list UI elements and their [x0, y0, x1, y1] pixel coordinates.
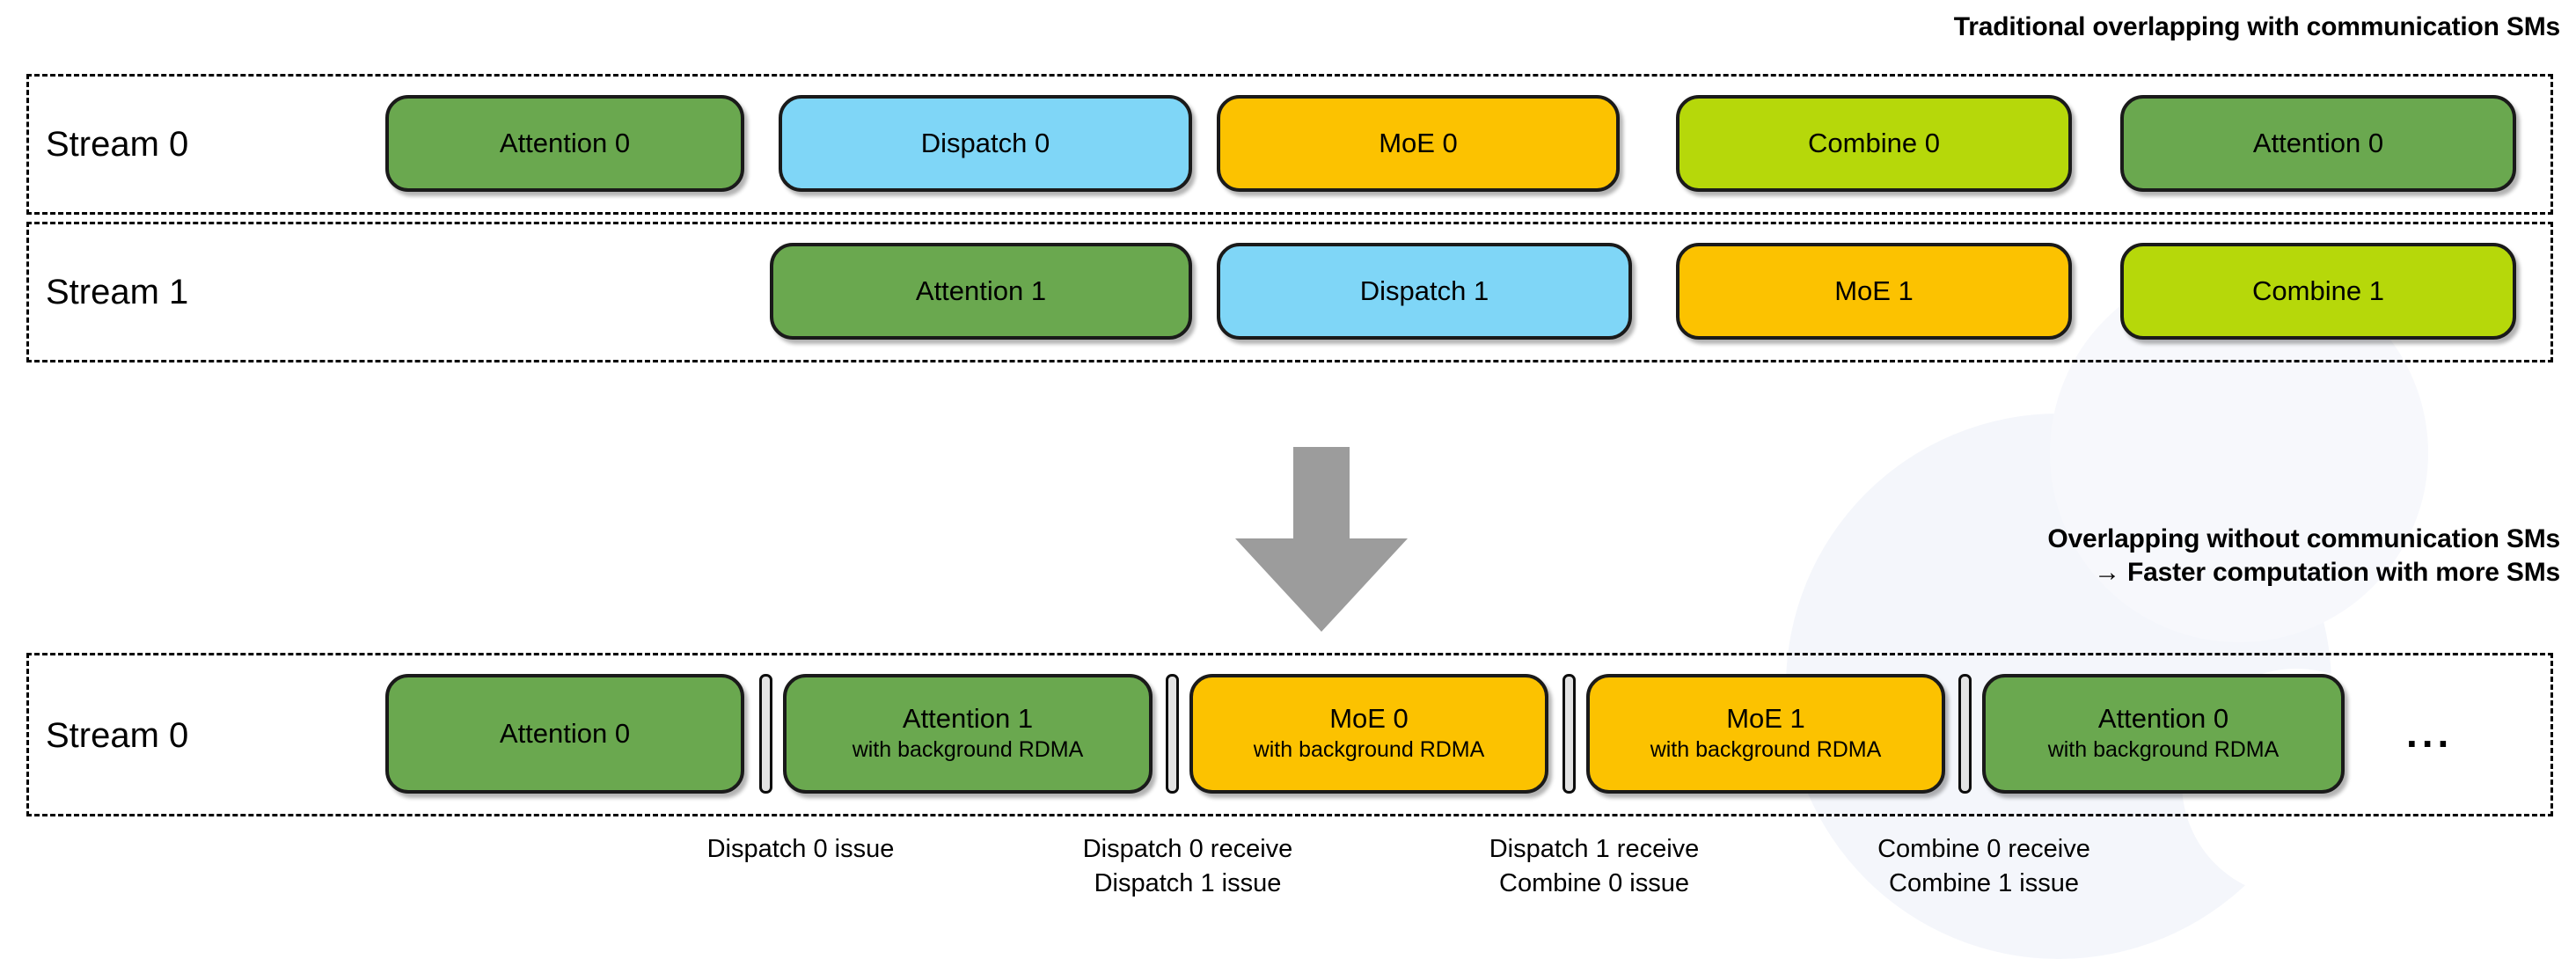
kernel-block-title: Attention 0: [499, 127, 631, 158]
kernel-separator-1: [1166, 674, 1179, 794]
kernel-block-title: MoE 1: [1726, 702, 1805, 734]
kernel-block-attention-0-stream0-bottom[interactable]: Attention 0: [385, 674, 744, 794]
comm-annotation-1: Dispatch 0 receive Dispatch 1 issue: [1082, 835, 1293, 897]
kernel-block-subtitle: with background RDMA: [1253, 737, 1485, 763]
kernel-block-attention-0-stream0-bottom[interactable]: Attention 0 with background RDMA: [1982, 674, 2345, 794]
kernel-block-attention-1-stream0-bottom[interactable]: Attention 1 with background RDMA: [783, 674, 1153, 794]
kernel-block-attention-0-stream0-top[interactable]: Attention 0: [385, 95, 744, 192]
kernel-block-title: Attention 0: [2252, 127, 2384, 158]
kernel-block-subtitle: with background RDMA: [1650, 737, 1882, 763]
kernel-block-moe-0-stream0-top[interactable]: MoE 0: [1217, 95, 1620, 192]
kernel-block-title: Combine 0: [1808, 127, 1940, 158]
kernel-block-dispatch-1-stream1[interactable]: Dispatch 1: [1217, 243, 1632, 340]
kernel-block-title: MoE 0: [1379, 127, 1458, 158]
comm-annotation-0: Dispatch 0 issue: [706, 835, 895, 863]
kernel-block-title: Attention 1: [902, 702, 1034, 734]
kernel-block-combine-0-stream0-top[interactable]: Combine 0: [1676, 95, 2072, 192]
kernel-separator-0: [759, 674, 772, 794]
lane-label-stream1: Stream 1: [46, 273, 189, 311]
kernel-block-attention-1-stream1[interactable]: Attention 1: [770, 243, 1192, 340]
kernel-block-title: MoE 1: [1834, 275, 1914, 306]
lane-stream0-top: [26, 74, 2553, 215]
kernel-block-title: Attention 1: [915, 275, 1047, 306]
kernel-block-title: Attention 0: [499, 717, 631, 749]
kernel-block-title: Combine 1: [2252, 275, 2384, 306]
kernel-block-title: MoE 0: [1329, 702, 1409, 734]
bottom-lane-ellipsis: ...: [2406, 710, 2454, 756]
kernel-block-title: Attention 0: [2097, 702, 2229, 734]
comm-annotation-3: Combine 0 receive Combine 1 issue: [1877, 835, 2090, 897]
kernel-separator-2: [1562, 674, 1576, 794]
comm-annotation-2: Dispatch 1 receive Combine 0 issue: [1489, 835, 1700, 897]
kernel-block-dispatch-0-stream0-top[interactable]: Dispatch 0: [779, 95, 1192, 192]
kernel-block-subtitle: with background RDMA: [852, 737, 1084, 763]
kernel-block-title: Dispatch 0: [920, 127, 1050, 158]
lane-stream1: [26, 222, 2553, 362]
kernel-block-subtitle: with background RDMA: [2047, 737, 2280, 763]
kernel-block-moe-1-stream1[interactable]: MoE 1: [1676, 243, 2072, 340]
kernel-block-moe-0-stream0-bottom[interactable]: MoE 0 with background RDMA: [1189, 674, 1548, 794]
kernel-block-moe-1-stream0-bottom[interactable]: MoE 1 with background RDMA: [1586, 674, 1945, 794]
lane-label-stream0-bottom: Stream 0: [46, 716, 189, 755]
kernel-block-combine-1-stream1[interactable]: Combine 1: [2120, 243, 2516, 340]
kernel-separator-3: [1958, 674, 1972, 794]
lane-label-stream0-top: Stream 0: [46, 125, 189, 164]
caption-traditional-overlapping: Traditional overlapping with communicati…: [1953, 12, 2560, 41]
kernel-block-title: Dispatch 1: [1359, 275, 1489, 306]
kernel-block-attention-0-stream0-top[interactable]: Attention 0: [2120, 95, 2516, 192]
down-arrow-icon: [1235, 447, 1408, 632]
caption-overlapping-without-comm-sms: Overlapping without communication SMs → …: [2047, 524, 2560, 588]
lane-stream0-bottom: [26, 653, 2553, 816]
